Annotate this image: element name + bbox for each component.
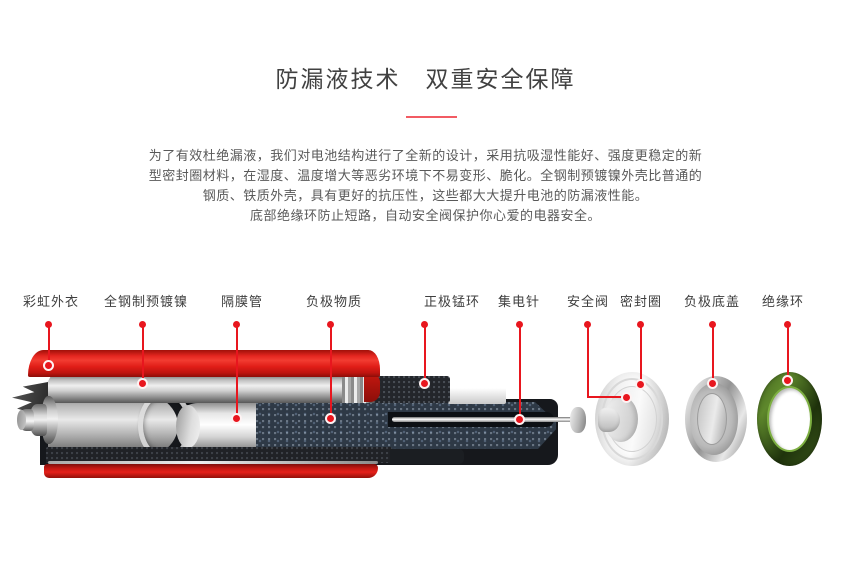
intro-paragraph: 为了有效杜绝漏液，我们对电池结构进行了全新的设计，采用抗吸湿性能好、强度更稳定的… xyxy=(0,146,851,226)
bottom-shell-bar xyxy=(46,447,392,463)
rainbow-coat-bottom-strip xyxy=(44,464,378,478)
leader-line-steel-shell xyxy=(142,327,144,382)
target-dot-collector-pin xyxy=(514,414,525,425)
leader-line-cathode-ring xyxy=(424,327,426,382)
positive-terminal-face xyxy=(17,410,26,430)
separator-tube-end-face xyxy=(176,405,200,448)
bottom-cathode-bar xyxy=(390,449,464,464)
target-dot-insulation-ring xyxy=(782,375,793,386)
target-dot-sealing-ring xyxy=(635,379,646,390)
label-insulation-ring: 绝缘环 xyxy=(761,294,805,309)
rainbow-coat-art xyxy=(28,350,380,377)
leader-line-rainbow-coat xyxy=(48,327,50,364)
intro-line: 底部绝缘环防止短路，自动安全阀保护你心爱的电器安全。 xyxy=(249,208,601,223)
safety-valve-art xyxy=(598,408,620,432)
target-dot-rainbow-coat xyxy=(43,360,54,371)
leader-dot-sealing-ring xyxy=(637,321,644,328)
insulation-ring-hole xyxy=(769,388,810,450)
leader-dot-safety-valve xyxy=(584,321,591,328)
intro-line: 为了有效杜绝漏液，我们对电池结构进行了全新的设计，采用抗吸湿性能好、强度更稳定的… xyxy=(148,148,703,163)
target-dot-bottom-cover xyxy=(707,378,718,389)
collector-pin-art xyxy=(392,417,576,422)
label-anode-material: 负极物质 xyxy=(305,294,363,309)
steel-shell-art xyxy=(36,374,374,403)
label-current-collector-pin: 集电针 xyxy=(497,294,541,309)
leader-line-collector-pin xyxy=(519,327,521,418)
leader-line-separator-tube xyxy=(236,327,238,417)
leader-dot-bottom-cover xyxy=(709,321,716,328)
positive-terminal-step xyxy=(30,404,47,436)
collector-pin-head xyxy=(570,407,586,433)
title-underline-accent xyxy=(406,116,457,118)
label-separator-tube: 隔膜管 xyxy=(220,294,264,309)
leader-dot-separator-tube xyxy=(233,321,240,328)
leader-dot-cathode-ring xyxy=(421,321,428,328)
leader-dot-steel-shell xyxy=(139,321,146,328)
page-title: 防漏液技术 双重安全保障 xyxy=(275,66,576,92)
label-steel-pre-nickel-shell: 全钢制预镀镍 xyxy=(103,294,189,309)
label-sealing-ring: 密封圈 xyxy=(619,294,663,309)
intro-line: 型密封圈材料，在湿度、温度增大等恶劣环境下不易变形、脆化。全钢制预镀镍外壳比普通… xyxy=(148,168,703,183)
target-dot-safety-valve xyxy=(621,392,632,403)
label-cathode-manganese-ring: 正极锰环 xyxy=(423,294,481,309)
leader-line-anode-material xyxy=(330,327,332,417)
target-dot-steel-shell xyxy=(137,378,148,389)
leader-line-bottom-cover xyxy=(712,327,714,381)
target-dot-anode-material xyxy=(325,413,336,424)
label-negative-bottom-cover: 负极底盖 xyxy=(683,294,741,309)
leader-dot-rainbow-coat xyxy=(45,321,52,328)
leader-dot-insulation-ring xyxy=(784,321,791,328)
leader-line-safety-valve-horizontal xyxy=(587,396,624,398)
separator-edge-band xyxy=(448,388,506,404)
rainbow-coat-rolled-edge xyxy=(364,374,380,402)
leader-line-safety-valve-vertical xyxy=(587,327,589,398)
target-dot-cathode-ring xyxy=(419,378,430,389)
label-rainbow-coat: 彩虹外衣 xyxy=(22,294,80,309)
bottom-cover-center xyxy=(697,393,727,445)
bottom-steel-edge xyxy=(48,461,378,464)
label-safety-valve: 安全阀 xyxy=(566,294,610,309)
leader-line-sealing-ring xyxy=(640,327,642,382)
leader-dot-anode-material xyxy=(327,321,334,328)
target-dot-separator-tube xyxy=(231,413,242,424)
leader-line-insulation-ring xyxy=(787,327,789,378)
leader-dot-collector-pin xyxy=(516,321,523,328)
intro-line: 钢质、铁质外壳，具有更好的抗压性，这些都大大提升电池的防漏液性能。 xyxy=(202,188,649,203)
cathode-ring-art xyxy=(368,376,450,403)
